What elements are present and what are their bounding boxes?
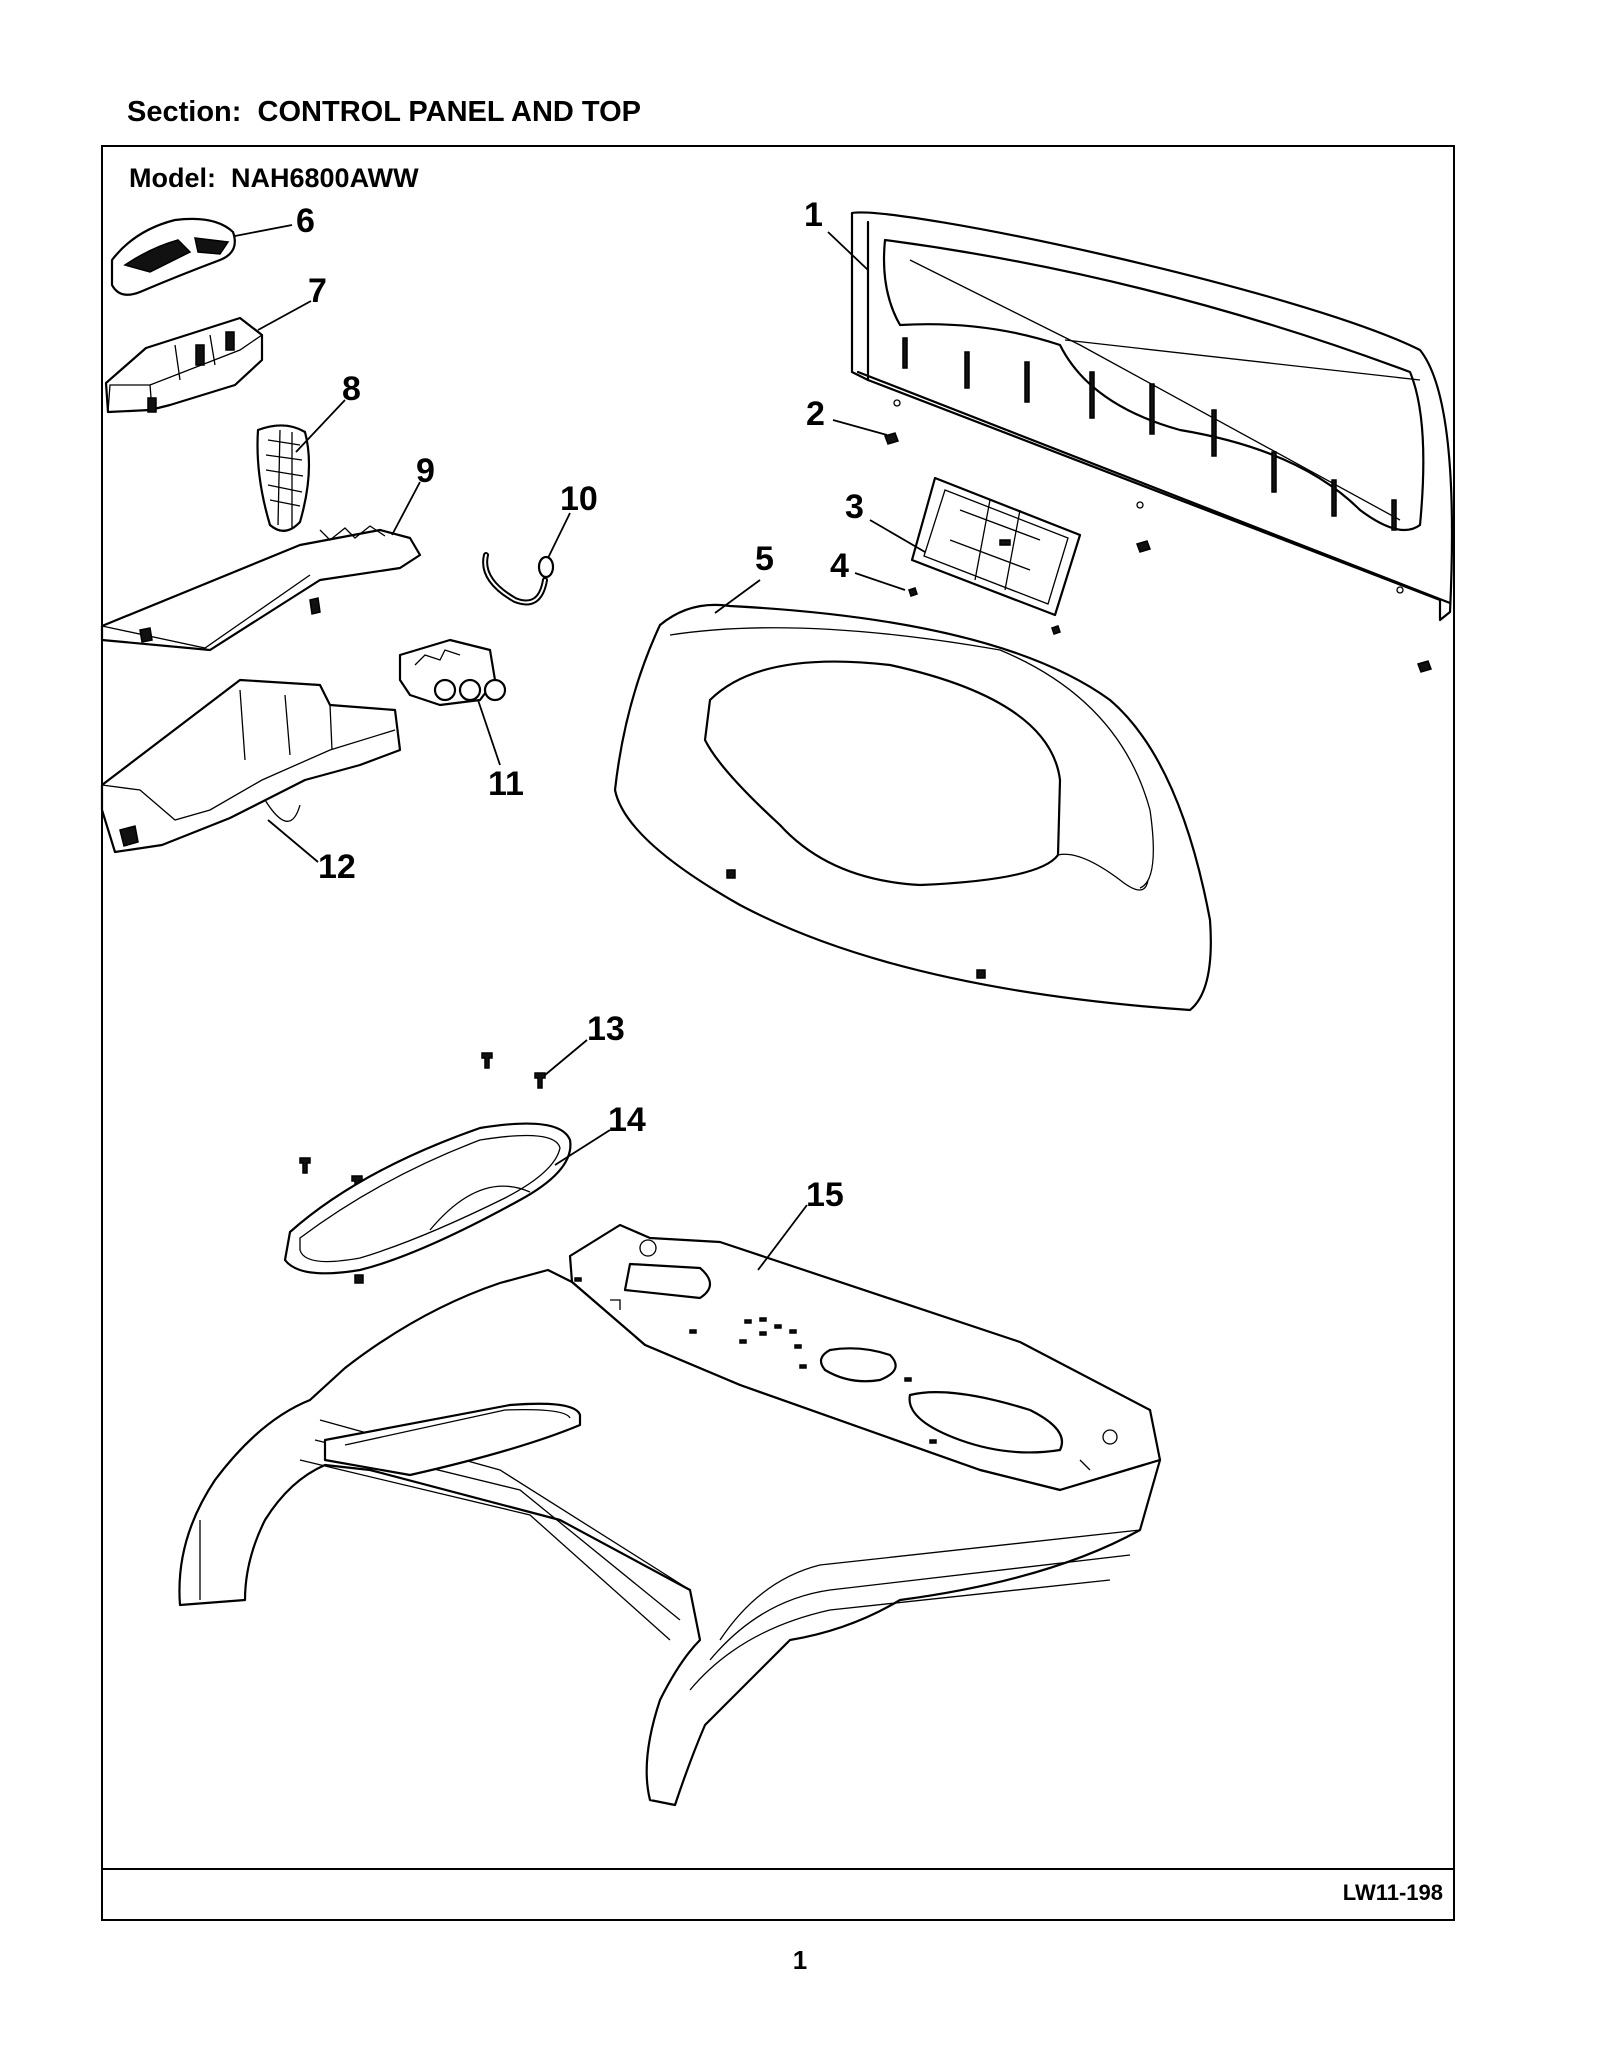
diagram-frame: Model: NAH6800AWW LW11-198 [101, 145, 1455, 1921]
part-11-water-valve[interactable] [398, 638, 507, 707]
callout-13[interactable]: 13 [587, 1010, 625, 1048]
model-label: Model: [129, 163, 216, 193]
section-title: Section: CONTROL PANEL AND TOP [127, 96, 641, 129]
part-9-dispenser-housing[interactable] [100, 525, 422, 652]
part-14-access-cover[interactable] [283, 1122, 572, 1284]
footer-divider [103, 1868, 1453, 1870]
part-13-screws[interactable] [481, 1052, 546, 1089]
callout-8[interactable]: 8 [342, 370, 361, 408]
callout-4[interactable]: 4 [830, 547, 849, 585]
part-6-dispenser-cap[interactable] [110, 217, 236, 296]
callout-9[interactable]: 9 [416, 452, 435, 490]
callout-2[interactable]: 2 [806, 395, 825, 433]
callout-6[interactable]: 6 [296, 202, 315, 240]
callout-12[interactable]: 12 [318, 848, 356, 886]
callout-14[interactable]: 14 [608, 1101, 646, 1139]
section-name: CONTROL PANEL AND TOP [257, 96, 642, 128]
model-line: Model: NAH6800AWW [129, 163, 419, 194]
part-7-dispenser-cup[interactable] [104, 316, 264, 414]
callout-5[interactable]: 5 [755, 540, 774, 578]
leader-lines [234, 224, 926, 1271]
callout-labels: 1 2 3 4 5 6 7 8 9 10 11 12 13 14 15 [296, 196, 864, 1214]
page-number: 1 [792, 1945, 808, 1975]
part-3-control-bracket[interactable] [910, 476, 1082, 617]
callout-7[interactable]: 7 [308, 272, 327, 310]
callout-3[interactable]: 3 [845, 488, 864, 526]
callout-10[interactable]: 10 [560, 480, 598, 518]
part-15-top-panel[interactable] [178, 1223, 1162, 1807]
callout-1[interactable]: 1 [804, 196, 823, 234]
parts-diagram: 1 2 3 4 5 6 7 8 9 10 11 12 13 14 15 [100, 196, 1454, 1807]
callout-11[interactable]: 11 [488, 765, 524, 803]
part-4-screw[interactable] [908, 587, 1061, 635]
part-1-backsplash[interactable] [850, 211, 1454, 622]
drawing-code: LW11-198 [1342, 1880, 1443, 1905]
section-label: Section: [127, 96, 242, 128]
part-8-lint-screen[interactable] [256, 424, 311, 532]
part-2-screws[interactable] [884, 432, 1432, 673]
callout-15[interactable]: 15 [806, 1176, 844, 1214]
part-10-hose[interactable] [482, 552, 555, 606]
model-number: NAH6800AWW [231, 163, 419, 193]
part-5-console[interactable] [613, 603, 1212, 1012]
part-12-dispenser-base[interactable] [100, 678, 402, 854]
